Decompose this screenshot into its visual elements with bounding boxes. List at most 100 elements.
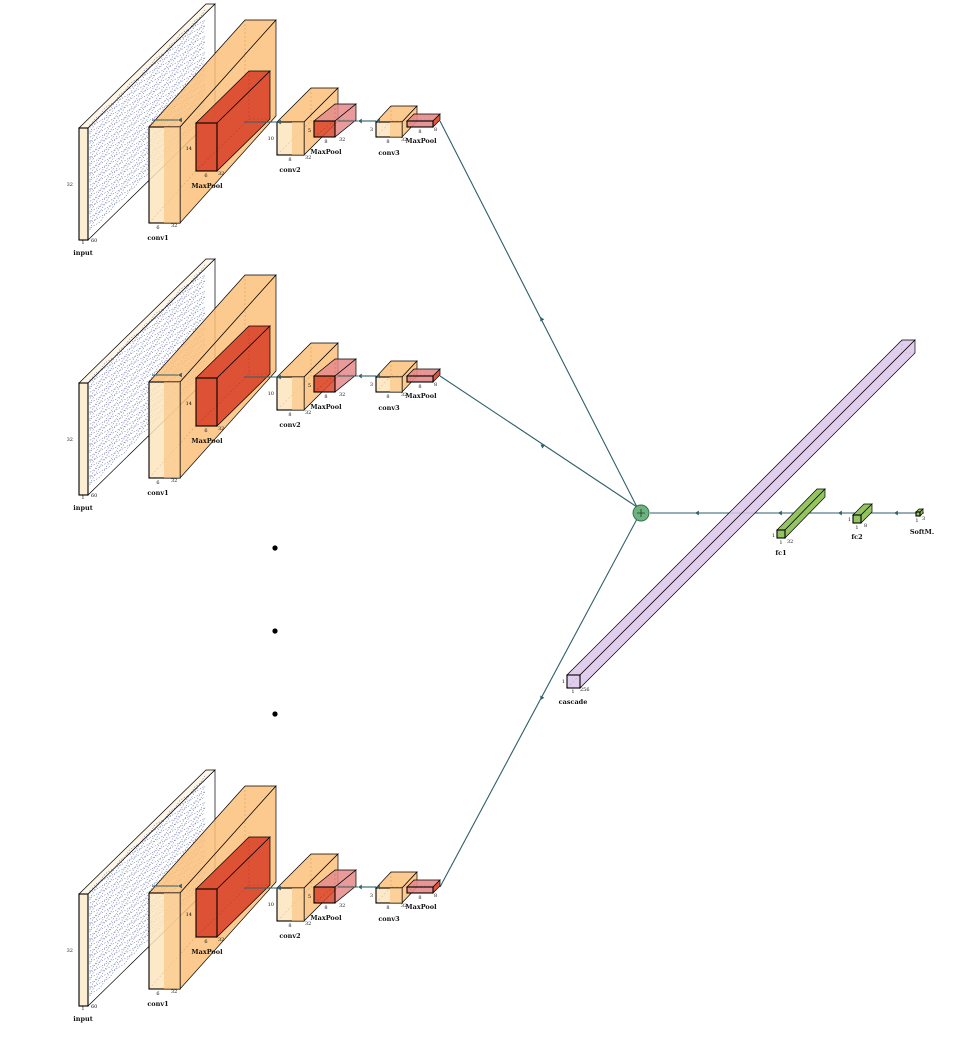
fc2-width-dim: 1	[855, 525, 858, 531]
input-height-dim: 32	[67, 182, 73, 188]
branch-edge	[439, 375, 638, 508]
cascade-depth-dim: 256	[580, 687, 590, 693]
fc2-depth-dim: 8	[864, 523, 867, 529]
maxpool2-height-dim: 5	[308, 894, 311, 900]
conv2-width-dim: 8	[288, 923, 291, 929]
conv2-height-dim: 10	[268, 902, 274, 908]
maxpool2-height-dim: 5	[308, 128, 311, 134]
conv3-label: conv3	[378, 149, 400, 157]
conv1-depth-dim: 32	[171, 989, 177, 995]
arrow-head	[358, 884, 362, 890]
arrow-head	[178, 117, 182, 123]
arrow-head	[277, 119, 281, 125]
maxpool1-width-dim: 6	[204, 173, 207, 179]
input-depth-dim: 60	[91, 493, 97, 499]
maxpool3-depth-dim: 8	[434, 893, 437, 899]
conv1-label: conv1	[147, 489, 168, 497]
maxpool2-width-dim: 8	[324, 905, 327, 911]
conv1-width-dim: 6	[156, 480, 159, 486]
conv3-width-dim: 8	[386, 905, 389, 911]
ellipsis-dot	[272, 545, 278, 551]
fc2-label: fc2	[851, 533, 862, 541]
input-label: input	[73, 1015, 92, 1023]
arrow-head	[277, 374, 281, 380]
ellipsis-dot	[272, 628, 278, 634]
conv3-depth-dim: 32	[401, 903, 407, 909]
input-block	[78, 258, 216, 496]
softmax-block	[915, 508, 924, 517]
input-label: input	[73, 249, 92, 257]
maxpool2-depth-dim: 32	[339, 903, 345, 909]
arrow-head	[358, 373, 362, 379]
branch-arrows	[152, 883, 380, 891]
input-block	[78, 3, 216, 241]
conv2-width-dim: 8	[288, 157, 291, 163]
maxpool1-height-dim: 14	[186, 912, 192, 918]
maxpool2-label: MaxPool	[310, 403, 342, 411]
cascade-block	[566, 339, 916, 689]
softmax-width-dim: 1	[915, 518, 918, 524]
arrow-head	[540, 695, 545, 700]
branch-edge	[439, 518, 638, 888]
conv1-label: conv1	[147, 234, 168, 242]
arrow-head	[778, 510, 782, 516]
fc2-block	[852, 503, 873, 524]
fc1-height-dim: 1	[772, 533, 775, 539]
connection-edges	[439, 120, 638, 888]
arrow-head	[540, 317, 545, 322]
conv3-width-dim: 8	[386, 139, 389, 145]
ellipsis-dot	[272, 711, 278, 717]
maxpool1-width-dim: 6	[204, 428, 207, 434]
arrow-head	[178, 883, 182, 889]
maxpool1-block	[195, 325, 271, 427]
softmax-depth-dim: 3	[922, 516, 925, 522]
fc2-height-dim: 1	[848, 517, 851, 523]
maxpool3-label: MaxPool	[405, 137, 437, 145]
conv3-width-dim: 8	[386, 394, 389, 400]
sum-node	[632, 504, 650, 522]
arrow-head	[376, 373, 380, 379]
arrow-head	[838, 510, 842, 516]
arrow-head	[894, 510, 898, 516]
conv3-height-dim: 3	[370, 127, 373, 133]
conv3-depth-dim: 32	[401, 137, 407, 143]
maxpool1-label: MaxPool	[191, 948, 223, 956]
conv2-width-dim: 8	[288, 412, 291, 418]
maxpool3-block	[406, 368, 441, 383]
input-width-dim: 1	[81, 495, 84, 501]
maxpool1-block	[195, 70, 271, 172]
maxpool2-width-dim: 8	[324, 139, 327, 145]
arrow-head	[376, 118, 380, 124]
conv2-depth-dim: 32	[305, 921, 311, 927]
cascade-label: cascade	[559, 698, 588, 706]
input-depth-dim: 60	[91, 238, 97, 244]
cascade-height-dim: 1	[562, 679, 565, 685]
arrow-head	[540, 444, 545, 449]
input-height-dim: 32	[67, 948, 73, 954]
arrow-head	[178, 372, 182, 378]
conv3-label: conv3	[378, 915, 400, 923]
maxpool3-width-dim: 8	[418, 384, 421, 390]
maxpool1-label: MaxPool	[191, 182, 223, 190]
conv2-label: conv2	[279, 421, 300, 429]
input-height-dim: 32	[67, 437, 73, 443]
arrow-head	[358, 118, 362, 124]
conv2-depth-dim: 32	[305, 155, 311, 161]
maxpool2-depth-dim: 32	[339, 137, 345, 143]
arrow-head	[277, 885, 281, 891]
conv2-height-dim: 10	[268, 136, 274, 142]
branch-arrows	[152, 117, 380, 125]
maxpool3-label: MaxPool	[405, 392, 437, 400]
branch-edge	[439, 120, 638, 508]
maxpool3-depth-dim: 8	[434, 127, 437, 133]
input-depth-dim: 60	[91, 1004, 97, 1010]
maxpool1-block	[195, 836, 271, 938]
conv2-depth-dim: 32	[305, 410, 311, 416]
conv2-label: conv2	[279, 932, 300, 940]
arrow-head	[376, 884, 380, 890]
conv1-width-dim: 6	[156, 991, 159, 997]
input-width-dim: 1	[81, 240, 84, 246]
